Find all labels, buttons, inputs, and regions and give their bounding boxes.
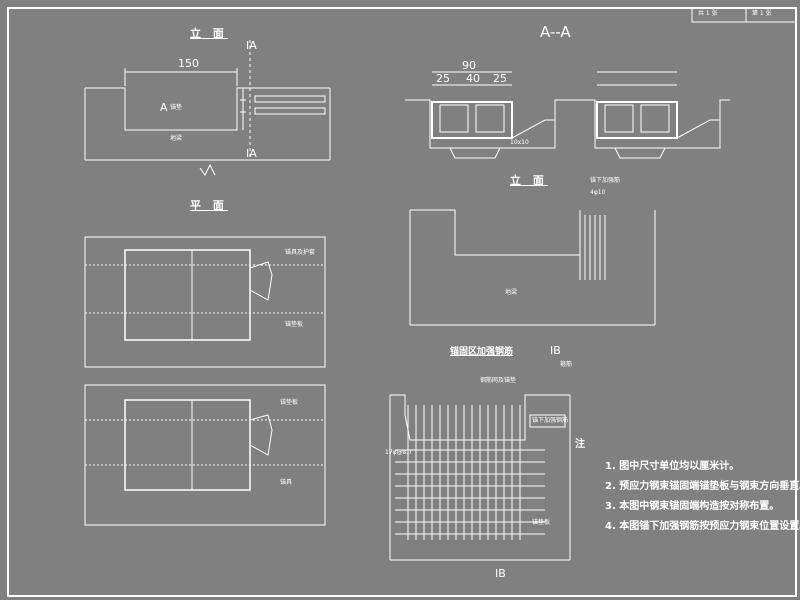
plan-title: 平 面 — [190, 199, 228, 212]
label-A-sup: 锚垫 — [170, 104, 183, 111]
cut-mark-bottom: IA — [246, 147, 257, 160]
rebar-title: 锚固区加强钢筋 — [450, 347, 514, 357]
plan-callout-mid2: 锚具 — [280, 479, 293, 486]
label-A: A — [160, 101, 168, 114]
cut-mark-top: IA — [246, 39, 257, 52]
title-block-cell-2: 第 1 张 — [752, 10, 772, 17]
plan-callout-bottom: 锚垫板 — [285, 321, 304, 328]
rebar-callout-3: 锚下加强钢筋 — [532, 417, 569, 424]
plan-view — [84, 236, 326, 526]
elevation2-bar-spec: 4φ10 — [590, 189, 606, 196]
section-aa — [405, 71, 730, 159]
notes-heading: 注 — [575, 439, 585, 450]
dim-150: 150 — [178, 57, 199, 70]
title-block — [691, 7, 797, 23]
section-dim-40: 40 — [466, 72, 480, 85]
plan-callout-mid1: 锚垫板 — [280, 399, 299, 406]
elevation2-ground: 地梁 — [505, 289, 518, 296]
title-block-cell-1: 共 1 张 — [698, 10, 718, 17]
rebar-detail — [389, 394, 571, 561]
rebar-callout-4: 锚垫板 — [532, 519, 551, 526]
note-3: 3. 本图中钢束锚固端构造按对称布置。 — [605, 501, 780, 512]
section-aa-title: A--A — [540, 23, 571, 41]
rebar-callout-1: 箍筋 — [560, 361, 573, 368]
frame — [7, 7, 797, 597]
plan-callout-top: 锚具及护套 — [285, 249, 316, 256]
elevation2-callout: 锚下加强筋 — [590, 177, 621, 184]
elevation1-ground: 地梁 — [170, 135, 183, 142]
elevation1-title: 立 面 — [190, 27, 228, 40]
section-dim-25b: 25 — [493, 72, 507, 85]
elevation-2 — [409, 209, 656, 326]
section-bar-label: 10x10 — [510, 139, 529, 146]
rebar-cut-bottom: IB — [495, 567, 506, 580]
section-dim-25a: 25 — [436, 72, 450, 85]
section-dim-90: 90 — [462, 59, 476, 72]
note-2: 2. 预应力钢束锚固端锚垫板与钢束方向垂直。 — [605, 481, 800, 492]
rebar-cut-top: IB — [550, 344, 561, 357]
note-1: 1. 图中尺寸单位均以厘米计。 — [605, 461, 740, 472]
rebar-callout-2: 钢筋网及锚垫 — [480, 377, 517, 384]
note-4: 4. 本图锚下加强钢筋按预应力钢束位置设置。 — [605, 521, 800, 532]
elevation2-title: 立 面 — [510, 174, 548, 187]
rebar-dim-left: 17φ@8.7 — [385, 449, 413, 456]
elevation-1 — [84, 40, 331, 176]
